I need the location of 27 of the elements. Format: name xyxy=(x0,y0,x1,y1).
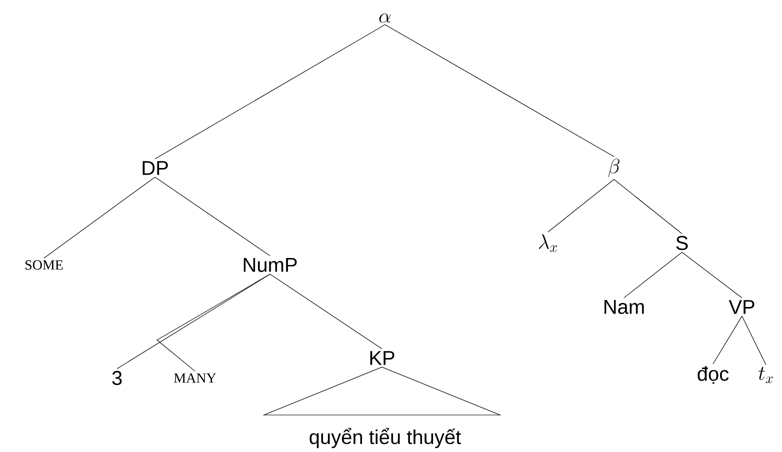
branch-line xyxy=(384,24,614,157)
branch-line xyxy=(154,176,270,256)
branch-line xyxy=(44,176,156,258)
tree-label: S xyxy=(676,236,688,250)
tree-label: đọc xyxy=(698,366,729,384)
branch-line xyxy=(156,274,270,372)
tree-label: MANY xyxy=(174,373,216,383)
tree-label: NumP xyxy=(244,258,297,272)
branch-line xyxy=(270,274,382,350)
tree-label: 3 xyxy=(112,370,122,386)
tree-label: $\alpha$ xyxy=(379,13,391,23)
tree-label: DP xyxy=(142,161,168,175)
branch-line xyxy=(548,179,614,232)
branch-line xyxy=(624,252,682,298)
tree-label: Nam xyxy=(604,300,644,314)
tree-label: VP xyxy=(728,300,754,314)
tree-label: $t_x$ xyxy=(758,366,773,384)
branch-line xyxy=(614,179,682,234)
branch-line xyxy=(712,316,742,364)
branch-line xyxy=(742,316,766,366)
tree-label: $\lambda_x$ xyxy=(538,234,558,252)
tree-label: SOME xyxy=(26,260,63,270)
branch-line xyxy=(154,24,386,160)
tree-label: $\beta$ xyxy=(608,158,620,178)
branch-line xyxy=(682,252,742,298)
tree-label: KP xyxy=(370,351,394,365)
tree-label: quyển tiểu thuyết xyxy=(310,428,461,448)
